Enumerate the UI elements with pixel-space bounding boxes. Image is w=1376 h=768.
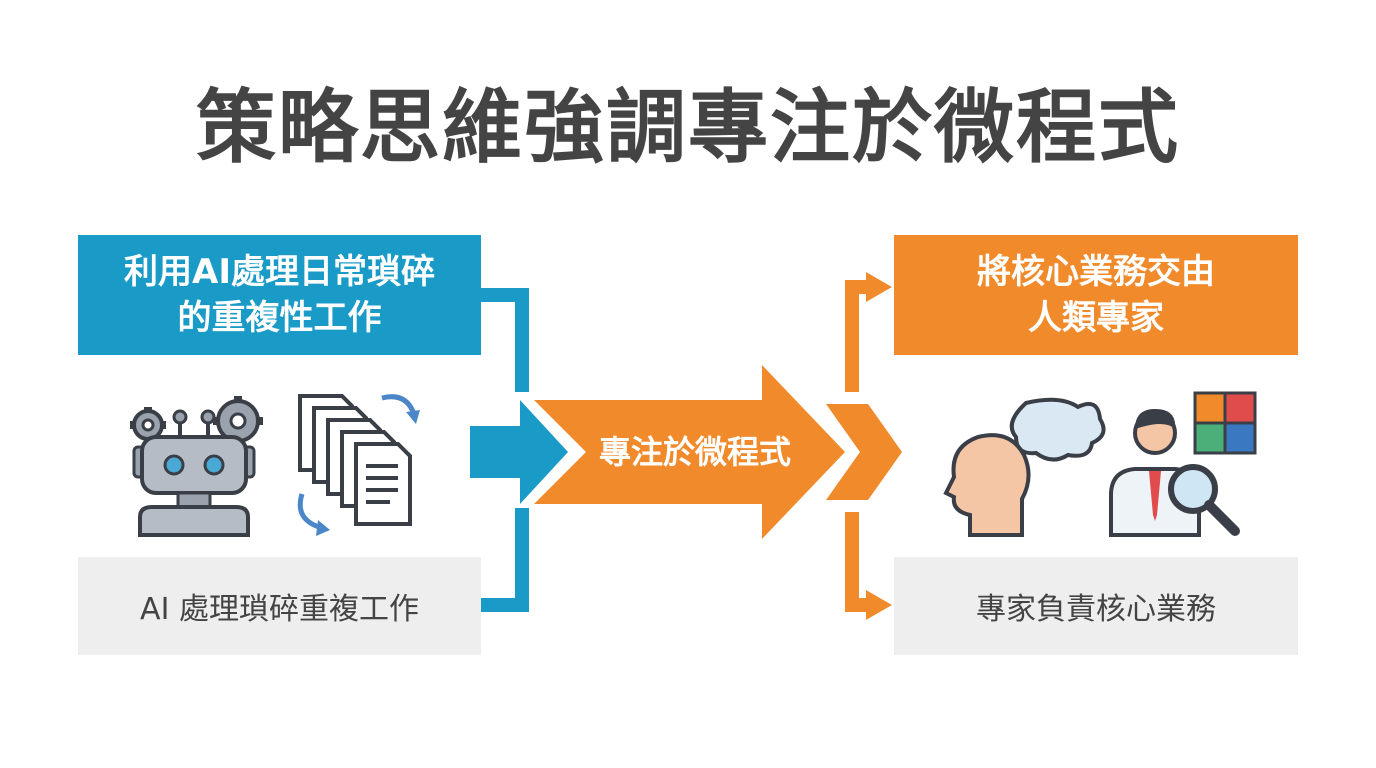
human-connector-arrow-top (866, 272, 892, 302)
human-header-line-2: 人類專家 (1028, 298, 1164, 338)
page-title: 策略思維強調專注於微程式 (196, 81, 1180, 174)
head-thought-icon (943, 397, 1106, 537)
center-arrow-shape (534, 365, 845, 539)
human-caption-text: 專家負責核心業務 (976, 592, 1216, 627)
expert-puzzle-magnifier-icon (1109, 391, 1257, 537)
human-connector-arrow-bottom (866, 590, 892, 620)
ai-header-line-2: 的重複性工作 (177, 298, 382, 338)
center-chevron-shape (826, 404, 902, 500)
ai-header-line-1: 利用AI處理日常瑣碎 (124, 252, 435, 292)
documents-cycle-icon (297, 394, 420, 536)
human-caption-box: 專家負責核心業務 (894, 557, 1298, 655)
ai-caption-box: AI 處理瑣碎重複工作 (78, 557, 481, 655)
robot-gears-icon (130, 396, 263, 537)
ai-caption-text: AI 處理瑣碎重複工作 (140, 592, 419, 627)
ai-connector-arrow (470, 400, 568, 504)
ai-connector-bracket (481, 288, 529, 612)
human-header-box: 將核心業務交由 人類專家 (894, 235, 1298, 355)
ai-header-box: 利用AI處理日常瑣碎 的重複性工作 (78, 235, 481, 355)
human-header-line-1: 將核心業務交由 (977, 252, 1215, 292)
human-connector-bracket (845, 280, 870, 612)
center-arrow-label: 專注於微程式 (598, 433, 791, 471)
